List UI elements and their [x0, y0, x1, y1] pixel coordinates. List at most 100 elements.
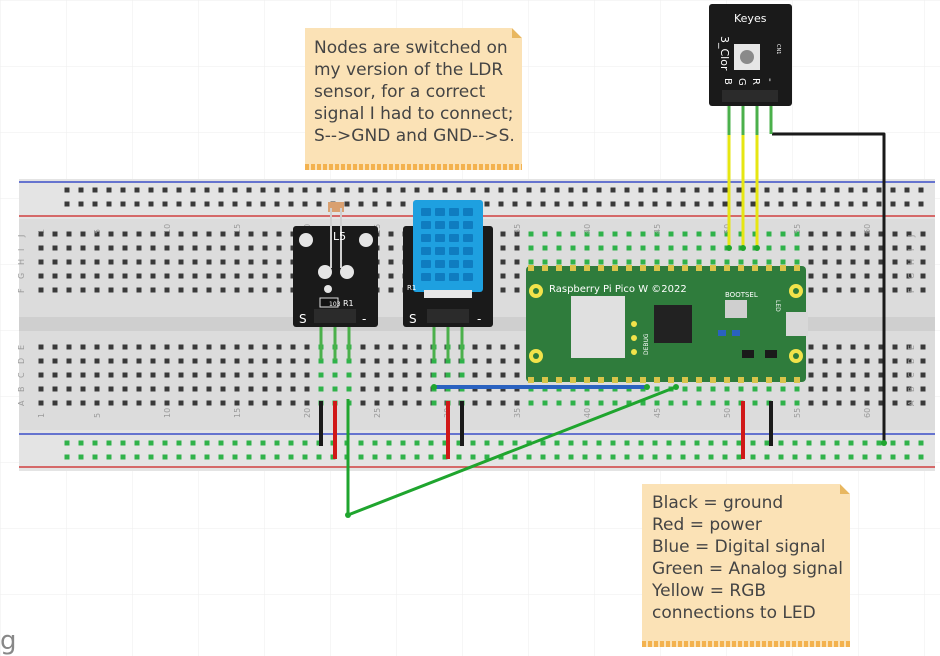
pico-top-connected-0-573 [570, 231, 576, 237]
pico-top-connected-2-741 [738, 259, 744, 265]
pico-bootsel-button[interactable] [725, 300, 747, 318]
rail-connected-1-0-2 [92, 454, 98, 460]
rail-top-1-4-1 [358, 201, 364, 207]
hole-bottom-4-6 [122, 400, 128, 406]
hole-bottom-4-4 [94, 400, 100, 406]
dht-grille-slot [449, 208, 459, 216]
hole-top-1-62 [906, 245, 912, 251]
rail-top-0-7-1 [568, 187, 574, 193]
hole-top-0-0 [38, 231, 44, 237]
module-connected-1-349 [346, 358, 352, 364]
hole-bottom-3-61 [892, 386, 898, 392]
pico-top-connected-0-643 [640, 231, 646, 237]
rail-connected-0-7-2 [582, 440, 588, 446]
rail-connected-1-1-0 [134, 454, 140, 460]
rail-top-0-3-3 [316, 187, 322, 193]
pico-top-connected-2-559 [556, 259, 562, 265]
hole-top-1-2 [66, 245, 72, 251]
rail-connected-1-4-2 [372, 454, 378, 460]
hole-bottom-4-14 [234, 400, 240, 406]
rail-connected-0-7-0 [554, 440, 560, 446]
pico-top-connected-1-629 [626, 245, 632, 251]
rail-connected-1-7-1 [568, 454, 574, 460]
raspberry-pi-pico-w[interactable]: Raspberry Pi Pico W ©2022 BOOTSEL DEBUG … [526, 265, 808, 383]
hole-bottom-0-12 [206, 344, 212, 350]
hole-top-2-61 [892, 259, 898, 265]
pico-pin [682, 265, 688, 271]
rail-connected-1-7-3 [596, 454, 602, 460]
rail-top-1-6-2 [512, 201, 518, 207]
hole-bottom-1-15 [248, 358, 254, 364]
hole-bottom-4-7 [136, 400, 142, 406]
hole-top-1-11 [192, 245, 198, 251]
hole-top-0-25 [388, 231, 394, 237]
hole-bottom-1-24 [374, 358, 380, 364]
pico-pin [696, 377, 702, 383]
hole-bottom-0-32 [486, 344, 492, 350]
rail-connected-1-1-1 [148, 454, 154, 460]
pico-top-connected-2-727 [724, 259, 730, 265]
rgb-pin-minus: - [764, 78, 775, 82]
rail-top-0-8-2 [652, 187, 658, 193]
rail-connected-1-10-2 [792, 454, 798, 460]
dht-pin-minus: - [477, 312, 481, 326]
rail-connected-1-0-4 [120, 454, 126, 460]
rail-connected-1-8-3 [666, 454, 672, 460]
note-corner-cut [512, 28, 522, 38]
hole-top-3-34 [514, 273, 520, 279]
rail-top-1-1-4 [190, 201, 196, 207]
row-label-left-B: B [17, 387, 26, 393]
dht-sensor-module[interactable]: R1 S - [403, 200, 493, 327]
rail-top-1-1-1 [148, 201, 154, 207]
hole-bottom-0-33 [500, 344, 506, 350]
hole-bottom-3-25 [388, 386, 394, 392]
rail-top-0-12-0 [904, 187, 910, 193]
hole-bottom-2-16 [262, 372, 268, 378]
rail-top-0-5-3 [456, 187, 462, 193]
hole-bottom-2-31 [472, 372, 478, 378]
pico-top-connected-0-769 [766, 231, 772, 237]
rail-top-1-11-4 [890, 201, 896, 207]
pico-top-connected-1-797 [794, 245, 800, 251]
rail-connected-1-6-0 [484, 454, 490, 460]
pico-usb-port[interactable] [786, 312, 808, 336]
hole-bottom-2-56 [822, 372, 828, 378]
hole-bottom-4-0 [38, 400, 44, 406]
rgb-led-module[interactable]: Keyes 3_Clor CN1 B G R - [709, 4, 792, 106]
rail-top-1-11-2 [862, 201, 868, 207]
rail-top-1-7-0 [554, 201, 560, 207]
pico-bottom-connected-4-601 [598, 400, 604, 406]
hole-top-2-6 [122, 259, 128, 265]
pico-top-connected-2-685 [682, 259, 688, 265]
rail-connected-0-1-2 [162, 440, 168, 446]
hole-bottom-3-7 [136, 386, 142, 392]
rail-top-1-1-0 [134, 201, 140, 207]
rail-top-1-12-0 [904, 201, 910, 207]
legend-bottom-edge [642, 641, 850, 647]
pico-pin [584, 377, 590, 383]
endpoint-digital-dht [431, 384, 437, 390]
rail-connected-1-11-0 [834, 454, 840, 460]
hole-top-0-9 [164, 231, 170, 237]
rail-top-0-7-4 [610, 187, 616, 193]
rgb-pin-g: G [736, 78, 747, 86]
endpoint-rgb-g [740, 245, 746, 251]
rail-connected-1-1-3 [176, 454, 182, 460]
rail-connected-1-1-2 [162, 454, 168, 460]
column-label-bottom-25: 25 [373, 408, 382, 418]
hole-bottom-1-27 [416, 358, 422, 364]
wire-color-legend-note: Black = ground Red = power Blue = Digita… [642, 484, 850, 647]
ldr-photocell-head [328, 202, 344, 212]
column-label-bottom-5: 5 [93, 413, 102, 418]
hole-top-1-6 [122, 245, 128, 251]
hole-top-2-10 [178, 259, 184, 265]
module-connected-1-434 [431, 358, 437, 364]
hole-bottom-4-34 [514, 400, 520, 406]
module-connected-2-335 [332, 372, 338, 378]
ldr-sensor-module[interactable]: L5 103 R1 S - [293, 202, 378, 327]
rail-top-1-6-3 [526, 201, 532, 207]
hole-bottom-4-31 [472, 400, 478, 406]
hole-bottom-1-9 [164, 358, 170, 364]
hole-bottom-0-23 [360, 344, 366, 350]
hole-top-0-55 [808, 231, 814, 237]
